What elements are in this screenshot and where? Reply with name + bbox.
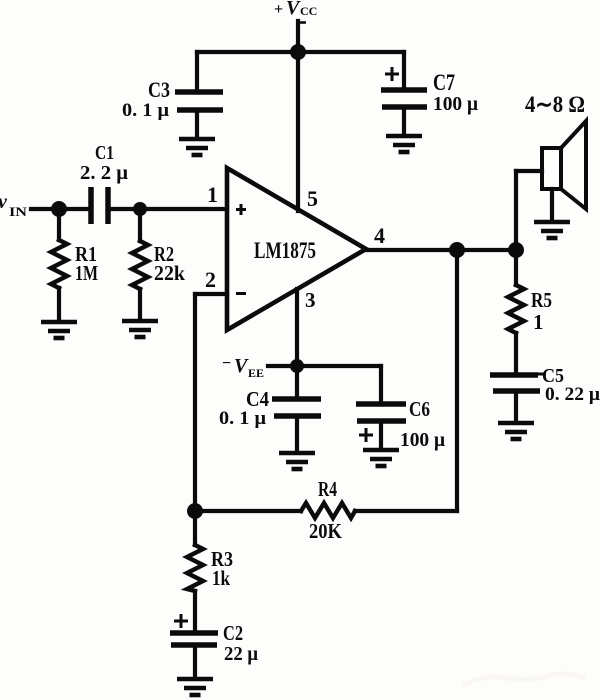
svg-text:v: v <box>0 191 8 213</box>
svg-text:1M: 1M <box>75 261 98 285</box>
svg-text:C5: C5 <box>542 365 564 387</box>
svg-text:R5: R5 <box>531 288 552 312</box>
svg-text:IN: IN <box>9 204 28 219</box>
svg-text:C7: C7 <box>433 70 455 95</box>
svg-text:V: V <box>234 355 249 377</box>
svg-text:0. 1 μ: 0. 1 μ <box>219 408 266 429</box>
svg-text:LM1875: LM1875 <box>254 238 316 263</box>
svg-text:1k: 1k <box>212 566 230 590</box>
svg-text:4: 4 <box>374 223 385 248</box>
svg-text:C1: C1 <box>95 142 114 164</box>
svg-text:CC: CC <box>300 4 317 18</box>
svg-text:0. 22 μ: 0. 22 μ <box>545 384 600 405</box>
svg-text:EE: EE <box>248 366 264 380</box>
svg-text:C6: C6 <box>409 397 430 421</box>
svg-text:R1: R1 <box>75 242 97 266</box>
svg-text:0. 1 μ: 0. 1 μ <box>122 100 169 121</box>
svg-text:2: 2 <box>205 267 216 292</box>
svg-text:R3: R3 <box>211 547 233 571</box>
svg-text:20K: 20K <box>309 519 343 543</box>
svg-text:1: 1 <box>207 182 218 207</box>
svg-text:C2: C2 <box>223 621 243 645</box>
svg-text:C3: C3 <box>148 77 170 102</box>
svg-text:R2: R2 <box>154 242 174 266</box>
svg-text:2. 2 μ: 2. 2 μ <box>80 162 129 184</box>
svg-text:+: + <box>274 1 283 18</box>
svg-text:22 μ: 22 μ <box>224 643 259 665</box>
svg-text:5: 5 <box>307 186 318 211</box>
svg-text:V: V <box>286 0 301 19</box>
svg-text:22k: 22k <box>154 261 185 285</box>
svg-text:100 μ: 100 μ <box>433 93 479 115</box>
svg-text:1: 1 <box>533 310 544 334</box>
svg-text:−: − <box>222 355 231 372</box>
svg-text:100 μ: 100 μ <box>400 429 446 451</box>
svg-text:3: 3 <box>305 288 316 312</box>
svg-text:R4: R4 <box>318 477 337 501</box>
svg-text:C4: C4 <box>246 387 269 411</box>
svg-text:4∼8 Ω: 4∼8 Ω <box>525 92 585 117</box>
